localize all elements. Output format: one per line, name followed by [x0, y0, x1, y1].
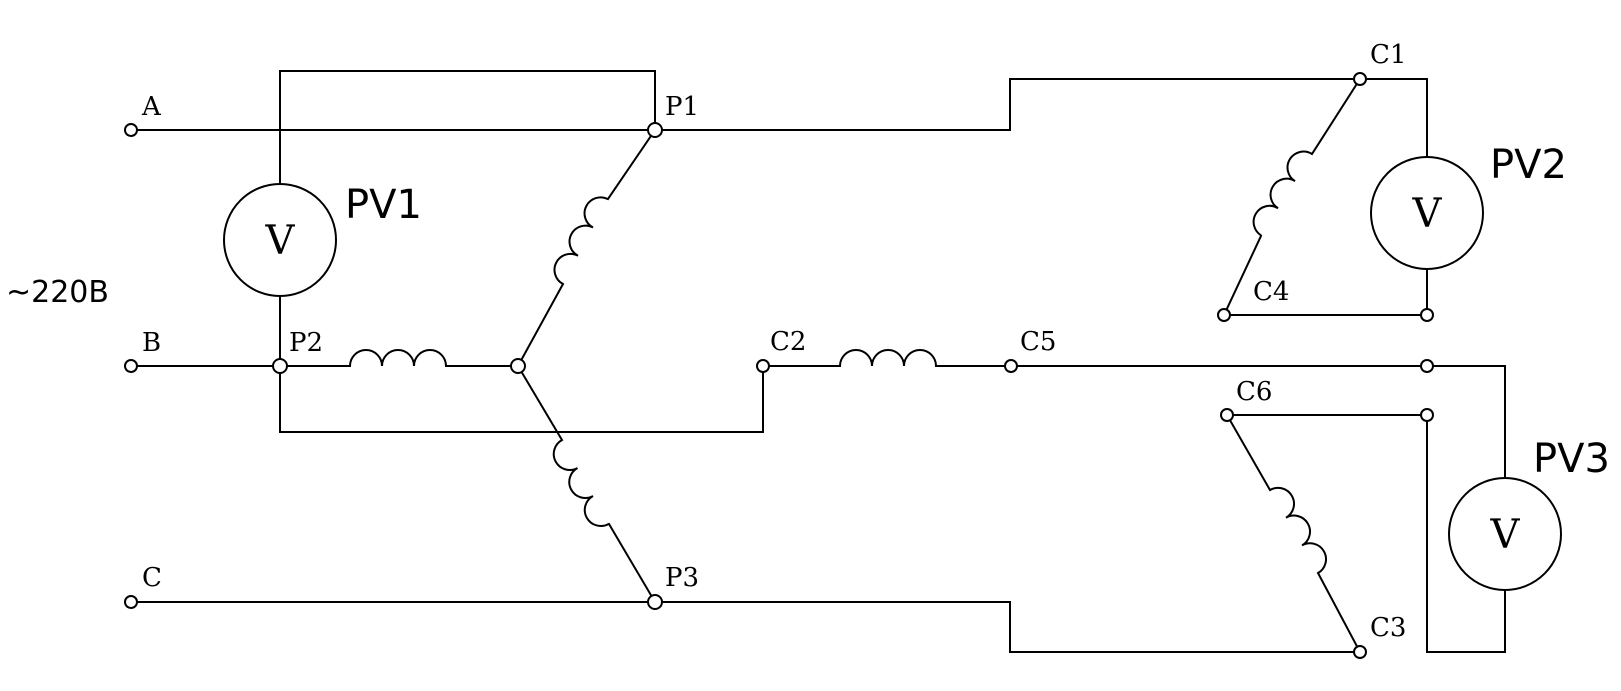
- wire-pv2-top: [1359, 78, 1428, 158]
- wire-c6-lead: [1225, 413, 1272, 492]
- terminal-b: [124, 359, 138, 373]
- voltmeter-pv3-symbol: V: [1490, 512, 1521, 558]
- label-c5: C5: [1020, 327, 1056, 357]
- label-line-b: B: [142, 328, 161, 358]
- secondary-coil-c1-c4: [1252, 150, 1313, 237]
- label-c3: C3: [1370, 613, 1406, 643]
- wire-c1-lead: [1310, 77, 1362, 156]
- label-p2: P2: [289, 328, 323, 358]
- terminal-c3: [1353, 645, 1367, 659]
- label-c6: C6: [1236, 377, 1272, 407]
- voltmeter-pv1: [223, 183, 337, 297]
- label-c2: C2: [770, 327, 806, 357]
- label-line-a: A: [141, 92, 162, 122]
- label-p1: P1: [665, 92, 699, 122]
- wire-p3-to-c3: [654, 601, 1361, 653]
- label-p3: P3: [665, 563, 699, 593]
- wire-c4-lead: [1222, 234, 1263, 317]
- wire-p2-to-c2: [279, 365, 764, 433]
- voltmeter-pv2-label: PV2: [1490, 142, 1567, 188]
- terminal-pv3-top: [1420, 359, 1434, 373]
- wire-p1-lead-upper: [606, 128, 657, 201]
- terminal-c2: [756, 359, 770, 373]
- wire-pv1-top: [279, 70, 656, 185]
- terminal-c6: [1220, 408, 1234, 422]
- label-line-c: C: [142, 563, 162, 593]
- voltmeter-pv1-label: PV1: [345, 182, 422, 228]
- wire-pv3-bottom: [1426, 414, 1506, 653]
- wire-p1-lead-lower: [516, 282, 565, 368]
- primary-coil-p3: [552, 439, 610, 527]
- supply-voltage-label: ~220В: [6, 275, 109, 310]
- voltmeter-pv2-symbol: V: [1412, 191, 1443, 237]
- terminal-a: [124, 123, 138, 137]
- secondary-coil-c2-c5: [839, 349, 937, 367]
- label-c1: C1: [1370, 40, 1406, 70]
- wire-c3-lead: [1316, 571, 1362, 654]
- terminal-pv2-bottom: [1420, 308, 1434, 322]
- terminal-c1: [1353, 72, 1367, 86]
- terminal-p2: [272, 358, 288, 374]
- terminal-p1: [647, 122, 663, 138]
- wire-p3-lead-lower: [607, 522, 657, 604]
- voltmeter-pv3-label: PV3: [1533, 436, 1610, 482]
- terminal-p3: [647, 594, 663, 610]
- wire-p3-lead-upper: [516, 364, 564, 442]
- wire-pv3-top: [1426, 365, 1506, 479]
- label-c4: C4: [1253, 277, 1289, 307]
- primary-coil-p1: [553, 196, 609, 285]
- terminal-c5: [1004, 359, 1018, 373]
- terminal-c: [124, 595, 138, 609]
- voltmeter-pv1-symbol: V: [265, 218, 296, 264]
- voltmeter-pv3: [1448, 477, 1562, 591]
- wire-p1-to-c1: [654, 78, 1361, 131]
- terminal-c4: [1217, 308, 1231, 322]
- terminal-star-neutral: [510, 358, 526, 374]
- secondary-coil-c6-c3: [1269, 486, 1327, 575]
- primary-coil-p2: [349, 349, 447, 367]
- terminal-pv3-return: [1420, 408, 1434, 422]
- voltmeter-pv2: [1370, 156, 1484, 270]
